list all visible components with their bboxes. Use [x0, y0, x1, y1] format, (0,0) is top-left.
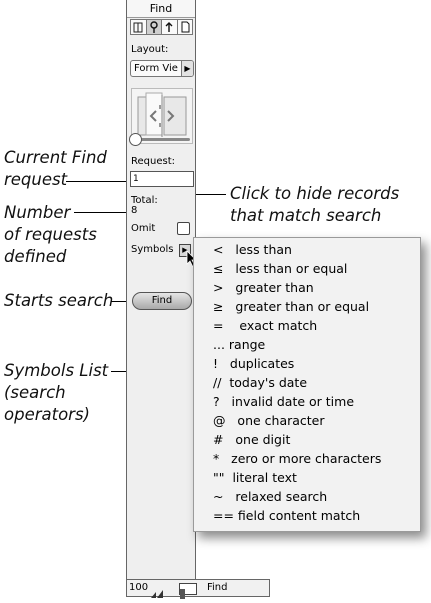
status-area: Find Layout: Form Vie ▶ R — [126, 0, 197, 597]
menu-item-one-character[interactable]: @ one character — [213, 413, 325, 428]
preview-tool-icon[interactable] — [176, 19, 193, 35]
panel-title: Find — [127, 0, 195, 18]
record-slider[interactable] — [132, 138, 190, 141]
callout-symbols-list: Symbols List (search operators) — [4, 361, 109, 424]
leader-line — [111, 301, 132, 302]
layout-label: Layout: — [131, 44, 169, 55]
find-tool-icon[interactable] — [145, 19, 162, 35]
menu-item-duplicates[interactable]: ! duplicates — [213, 356, 295, 371]
menu-item-range[interactable]: ... range — [213, 337, 266, 352]
menu-item-invalid-date[interactable]: ? invalid date or time — [213, 394, 355, 409]
request-label: Request: — [131, 156, 175, 167]
symbols-menu: < less than ≤ less than or equal > great… — [193, 237, 421, 532]
zoom-icon[interactable] — [151, 583, 163, 598]
browse-tool-icon[interactable] — [130, 19, 147, 35]
leader-line — [74, 212, 129, 213]
menu-item-greater-than-or-equal[interactable]: ≥ greater than or equal — [213, 299, 370, 314]
menu-item-less-than-or-equal[interactable]: ≤ less than or equal — [213, 261, 348, 276]
leader-line — [184, 194, 226, 195]
menu-item-todays-date[interactable]: // today's date — [213, 375, 308, 390]
request-field[interactable]: 1 — [130, 171, 194, 187]
menu-item-zero-or-more[interactable]: * zero or more characters — [213, 451, 382, 466]
menu-item-exact-match[interactable]: = exact match — [213, 318, 318, 333]
triangle-right-icon: ▶ — [181, 61, 193, 76]
mode-label: Find — [207, 582, 228, 593]
total-label: Total: — [131, 195, 158, 206]
zoom-level[interactable]: 100 — [129, 582, 149, 593]
layout-tool-icon[interactable] — [161, 19, 178, 35]
callout-starts-search: Starts search — [4, 291, 114, 310]
menu-item-literal-text[interactable]: "" literal text — [213, 470, 297, 485]
book-icon[interactable] — [131, 88, 193, 144]
callout-click-to-hide: Click to hide records that match search — [230, 184, 400, 225]
menu-item-relaxed-search[interactable]: ~ relaxed search — [213, 489, 328, 504]
callout-number-of-requests: Number of requests defined — [4, 203, 97, 266]
omit-checkbox[interactable] — [177, 222, 190, 235]
status-area-toggle-icon[interactable] — [179, 583, 197, 599]
omit-label: Omit — [131, 223, 156, 234]
menu-item-greater-than[interactable]: > greater than — [213, 280, 314, 295]
total-value: 8 — [131, 205, 138, 216]
symbols-label: Symbols — [131, 244, 174, 255]
find-button[interactable]: Find — [132, 292, 192, 310]
layout-value: Form Vie — [134, 63, 178, 74]
layout-popup[interactable]: Form Vie ▶ — [130, 60, 194, 77]
menu-item-field-content-match[interactable]: == field content match — [213, 508, 361, 523]
bottom-status-bar: 100 Find — [126, 579, 270, 599]
menu-item-one-digit[interactable]: # one digit — [213, 432, 291, 447]
mode-tools — [130, 19, 193, 35]
callout-current-find-request: Current Find request — [4, 148, 107, 189]
leader-line — [66, 181, 128, 182]
menu-item-less-than[interactable]: < less than — [213, 242, 292, 257]
slider-knob[interactable] — [129, 133, 142, 146]
